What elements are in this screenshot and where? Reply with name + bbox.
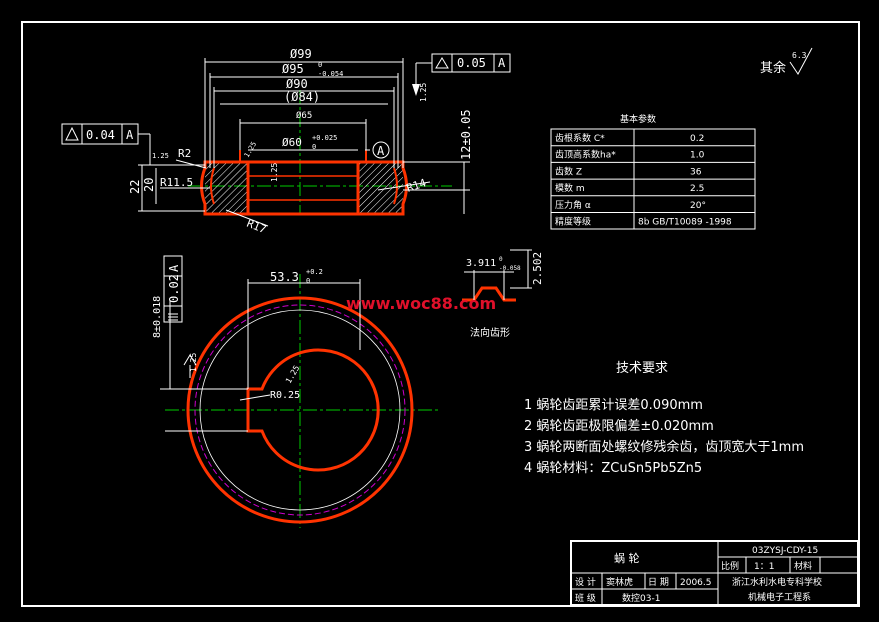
- dim-r17: R17: [245, 217, 268, 236]
- tech-req-item: 2 蜗轮齿距极限偏差±0.020mm: [524, 418, 714, 434]
- params-table: 基本参数 齿根系数 C* 0.2 齿顶高系数ha* 1.0 齿数 Z 36 模数 m 2.5 压…: [550, 113, 756, 230]
- param-name: 齿根系数 C*: [555, 132, 605, 144]
- dim-keyway-width: 8±0.018: [152, 296, 163, 338]
- svg-text:A: A: [167, 264, 181, 272]
- svg-text:3.911: 3.911: [466, 258, 496, 269]
- title-block: 蜗 轮 03ZYSJ-CDY-15 比例 1：1 材料 设 计 窦林虎 日 期 …: [570, 540, 859, 606]
- param-name: 精度等级: [555, 216, 591, 228]
- datum-a-label: A: [377, 144, 385, 158]
- param-value: 8b GB/T10089 -1998: [638, 218, 732, 228]
- pitch-circle: [194, 304, 406, 516]
- svg-text:数控03-1: 数控03-1: [622, 592, 660, 604]
- rough-1-25-b: 1.25: [270, 163, 279, 182]
- dim-r14: R14: [405, 176, 428, 195]
- svg-text:0.02: 0.02: [167, 274, 181, 303]
- svg-text:比例: 比例: [721, 560, 739, 572]
- dim-keyway: 53.3: [270, 270, 299, 284]
- param-value: 2.5: [690, 184, 704, 194]
- dim-d95: Ø95: [282, 62, 304, 76]
- dim-d95-upper: 0: [318, 61, 322, 69]
- tech-req-item: 4 蜗轮材料：ZCuSn5Pb5Zn5: [524, 460, 702, 476]
- param-name: 压力角 α: [555, 199, 591, 211]
- watermark: www.woc88.com: [346, 294, 496, 313]
- dim-width-12: 12±0.05: [459, 109, 473, 160]
- dim-r0-25: R0.25: [270, 390, 300, 401]
- dim-d99: Ø99: [290, 47, 312, 61]
- dim-h20: 20: [142, 178, 156, 192]
- dim-d95-lower: -0.054: [318, 70, 343, 78]
- svg-text:浙江水利水电专科学校: 浙江水利水电专科学校: [732, 576, 822, 588]
- svg-text:2006.5: 2006.5: [680, 578, 712, 588]
- svg-text:0: 0: [499, 256, 503, 263]
- datum-a-circle: [372, 141, 390, 159]
- surface-roughness: 其余 6.3: [760, 47, 813, 76]
- tolerance-frame-vertical: 0.02 A: [163, 255, 183, 323]
- svg-text:6.3: 6.3: [792, 51, 807, 60]
- dim-h22: 22: [128, 180, 142, 194]
- svg-text:材料: 材料: [794, 560, 812, 572]
- svg-text:班 级: 班 级: [575, 592, 596, 604]
- dim-keyway-upper: +0.2: [306, 268, 323, 276]
- drawing-border: [21, 21, 860, 607]
- param-value: 1.0: [690, 151, 705, 161]
- section-view: A Ø99 Ø95 0 -0.054 Ø90 (Ø84) Ø65 Ø60 +0.…: [128, 47, 473, 236]
- root-circle: [199, 309, 401, 511]
- svg-text:-0.058: -0.058: [499, 265, 521, 272]
- dim-d90: Ø90: [286, 77, 308, 91]
- svg-text:其余: 其余: [760, 60, 786, 76]
- svg-text:窦林虎: 窦林虎: [606, 576, 633, 588]
- svg-text:0.05: 0.05: [457, 56, 486, 70]
- tooth-profile: 3.911 0 -0.058 2.502 法向齿形: [462, 249, 544, 339]
- section-outline: [200, 160, 408, 216]
- dim-r2: R2: [178, 147, 191, 160]
- rough-1-25-e: 1.25: [284, 364, 302, 385]
- param-value: 0.2: [690, 134, 704, 144]
- dim-d60-upper: +0.025: [312, 134, 337, 142]
- rough-1-25-a: 1.25: [419, 83, 428, 102]
- svg-text:0.04: 0.04: [86, 128, 115, 142]
- dim-d84: (Ø84): [284, 90, 320, 104]
- param-value: 20°: [690, 201, 706, 211]
- drawing-no: 03ZYSJ-CDY-15: [752, 546, 818, 556]
- svg-text:A: A: [126, 128, 134, 142]
- dim-keyway-lower: 0: [306, 277, 310, 285]
- bore-keyway: [246, 348, 380, 472]
- outer-circle: [186, 296, 414, 524]
- tolerance-frame-top: 0.05 A: [412, 53, 511, 96]
- param-name: 齿数 Z: [555, 165, 582, 177]
- svg-text:设 计: 设 计: [575, 576, 596, 588]
- tech-requirements: 技术要求 1 蜗轮齿距累计误差0.090mm 2 蜗轮齿距极限偏差±0.020mm…: [524, 361, 804, 476]
- dim-d65: Ø65: [296, 110, 312, 121]
- param-name: 模数 m: [555, 182, 585, 194]
- svg-text:1：1: 1：1: [754, 562, 774, 572]
- dim-r11-5: R11.5: [160, 176, 193, 189]
- chamfer-label: 1.25: [152, 152, 169, 160]
- dim-d60-lower: 0: [312, 143, 316, 151]
- part-name: 蜗 轮: [614, 551, 640, 565]
- param-name: 齿顶高系数ha*: [555, 149, 616, 161]
- tech-req-title: 技术要求: [616, 361, 668, 376]
- rough-1-25-d: 1.25: [189, 353, 198, 372]
- svg-text:日 期: 日 期: [648, 577, 669, 588]
- params-title: 基本参数: [620, 113, 656, 125]
- dim-d60: Ø60: [282, 136, 302, 149]
- tooth-profile-label: 法向齿形: [470, 326, 510, 339]
- param-value: 36: [690, 167, 702, 177]
- tech-req-item: 3 蜗轮两断面处螺纹修残余齿，齿顶宽大于1mm: [524, 439, 804, 455]
- svg-text:2.502: 2.502: [531, 252, 544, 285]
- tolerance-frame-left: 0.04 A: [61, 123, 151, 165]
- tech-req-item: 1 蜗轮齿距累计误差0.090mm: [524, 397, 703, 413]
- svg-text:机械电子工程系: 机械电子工程系: [748, 591, 811, 603]
- svg-text:A: A: [498, 56, 506, 70]
